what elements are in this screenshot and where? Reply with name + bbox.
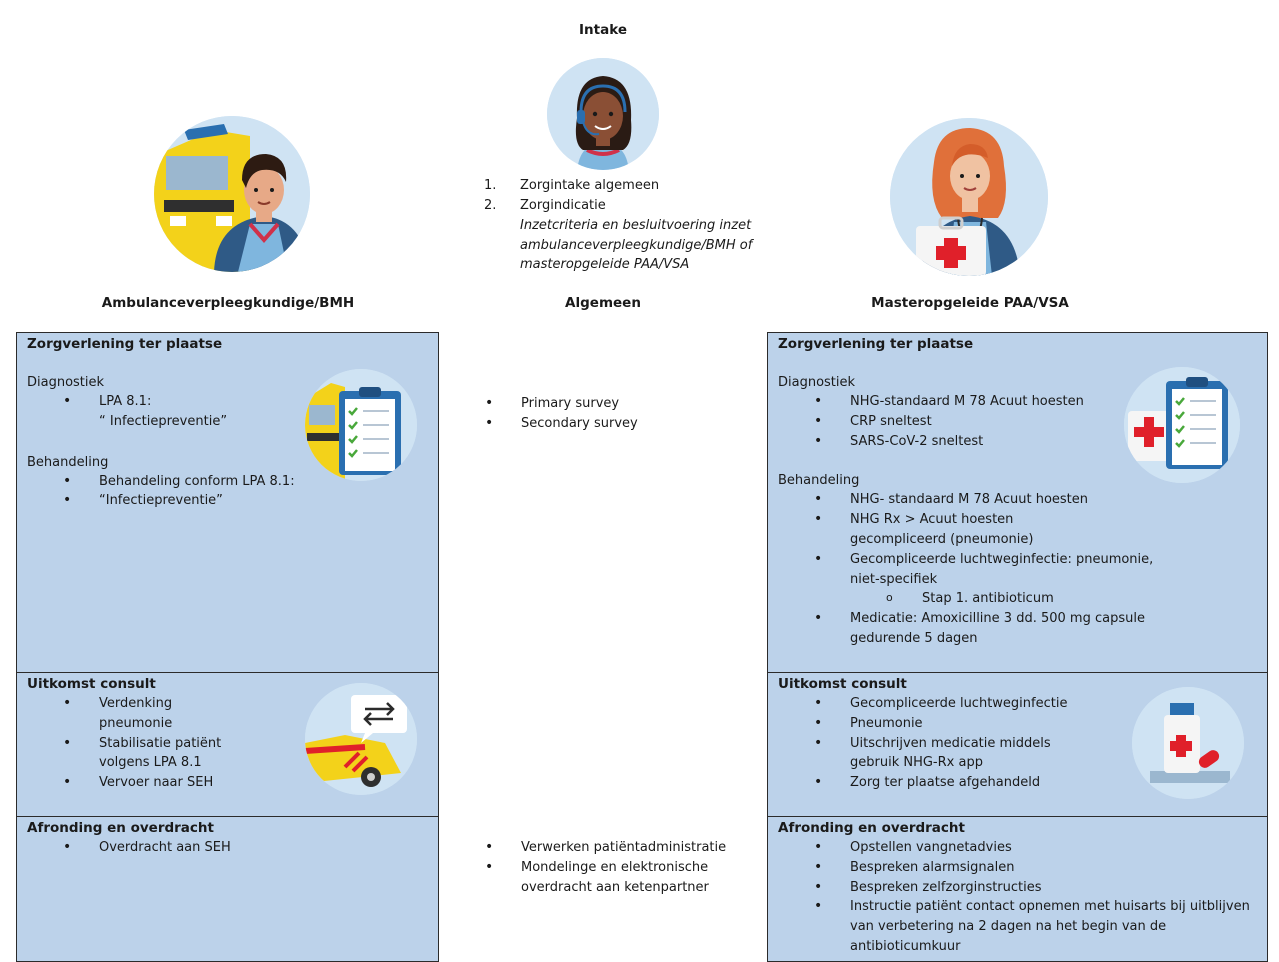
right-uitkomst-title: Uitkomst consult [778,676,907,692]
list-item: Instructie patiënt contact opnemen met h… [778,897,1258,956]
ambulance-transfer-icon [305,683,417,795]
middle-afronding-list: Verwerken patiëntadministratie Mondeling… [485,838,741,897]
medkit-checklist-icon [1124,367,1240,483]
right-afronding-title: Afronding en overdracht [778,820,965,836]
list-item: Vervoer naar SEH [27,773,227,793]
intake-step-1-number: 1. [484,178,497,193]
left-afronding-list: Overdracht aan SEH [27,838,428,858]
left-afronding-section: Afronding en overdracht Overdracht aan S… [17,816,438,961]
intake-title: Intake [579,22,627,38]
ambulance-nurse-icon [154,116,310,272]
left-zorg-section: Zorgverlening ter plaatse Diagnostiek LP… [17,333,438,672]
left-uitkomst-section: Uitkomst consult Verdenking pneumonie St… [17,672,438,816]
intake-note-line: Inzetcriteria en besluitvoering inzet [520,218,752,233]
list-item: Bespreken alarmsignalen [778,858,1258,878]
right-afronding-section: Afronding en overdracht Opstellen vangne… [768,816,1267,961]
intake-note-line: ambulanceverpleegkundige/BMH of [520,237,753,253]
list-item: Pneumonie [778,714,1078,734]
list-item: NHG- standaard M 78 Acuut hoesten [778,490,1166,510]
list-item: Secondary survey [485,414,735,434]
ambulance-nurse-avatar [154,116,310,272]
right-afronding-list: Opstellen vangnetadvies Bespreken alarms… [778,838,1258,957]
right-diagnostiek-list: NHG-standaard M 78 Acuut hoesten CRP sne… [778,392,1257,451]
right-diagnostiek-label: Diagnostiek [778,375,856,390]
right-zorg-title: Zorgverlening ter plaatse [778,336,974,352]
list-item: Opstellen vangnetadvies [778,838,1258,858]
left-diagnostiek-list: LPA 8.1: “ Infectiepreventie” [27,392,428,432]
list-item: Uitschrijven medicatie middels gebruik N… [778,734,1070,774]
list-item: NHG Rx > Acuut hoesten gecompliceerd (pn… [778,510,1112,550]
list-item: Verwerken patiëntadministratie [485,838,741,858]
right-medicatie-list: Medicatie: Amoxicilline 3 dd. 500 mg cap… [778,609,1166,649]
left-uitkomst-title: Uitkomst consult [27,676,156,692]
intake-step-1-label: Zorgintake algemeen [520,178,660,193]
list-item: Overdracht aan SEH [27,838,428,858]
list-item: Zorg ter plaatse afgehandeld [778,773,1078,793]
right-uitkomst-section: Uitkomst consult Gecompliceerde luchtweg… [768,672,1267,816]
list-item: Bespreken zelfzorginstructies [778,878,1258,898]
list-item: Behandeling conform LPA 8.1: [27,472,428,492]
list-item: Verdenking pneumonie [27,694,227,734]
list-item: Primary survey [485,394,735,414]
intake-step-2: 2. Zorgindicatie [484,196,606,216]
headset-operator-icon [547,58,659,170]
list-item: Gecompliceerde luchtweginfectie: pneumon… [778,550,1162,590]
list-item: Gecompliceerde luchtweginfectie [778,694,1078,714]
column-title-middle: Algemeen [565,295,641,311]
list-item: Medicatie: Amoxicilline 3 dd. 500 mg cap… [778,609,1150,649]
right-behandeling-sublist: Stap 1. antibioticum [778,588,1257,609]
left-afronding-title: Afronding en overdracht [27,820,214,836]
right-zorg-section: Zorgverlening ter plaatse Diagnostiek NH… [768,333,1267,672]
list-item-text: LPA 8.1: [99,394,152,409]
list-item-text: “ Infectiepreventie” [99,413,228,429]
medication-bottle-icon [1132,687,1244,799]
list-item: CRP sneltest [778,412,1257,432]
list-item: “Infectiepreventie” [27,491,428,511]
intake-note-line: masteropgeleide PAA/VSA [520,257,690,272]
left-behandeling-label: Behandeling [27,454,109,470]
left-behandeling-list: Behandeling conform LPA 8.1: “Infectiepr… [27,472,428,512]
intake-step-1: 1. Zorgintake algemeen [484,176,659,196]
column-title-right: Masteropgeleide PAA/VSA [871,295,1069,311]
intake-operator-avatar [547,58,659,170]
list-item: Mondelinge en elektronische overdracht a… [485,858,741,898]
left-panel: Zorgverlening ter plaatse Diagnostiek LP… [16,332,439,962]
paa-vsa-avatar [890,118,1048,276]
intake-step-2-number: 2. [484,198,497,213]
right-panel: Zorgverlening ter plaatse Diagnostiek NH… [767,332,1268,962]
column-title-left: Ambulanceverpleegkundige/BMH [101,295,355,311]
left-diagnostiek-label: Diagnostiek [27,375,105,390]
list-item: LPA 8.1: “ Infectiepreventie” [27,392,428,432]
left-zorg-title: Zorgverlening ter plaatse [27,336,223,352]
list-item: Stabilisatie patiënt volgens LPA 8.1 [27,734,227,774]
list-item: NHG-standaard M 78 Acuut hoesten [778,392,1257,412]
list-item: Stap 1. antibioticum [778,588,1257,609]
list-item: SARS-CoV-2 sneltest [778,432,1257,452]
left-uitkomst-list: Verdenking pneumonie Stabilisatie patiën… [27,694,227,793]
ambulance-checklist-icon [305,369,417,481]
doctor-with-medkit-icon [890,118,1048,276]
middle-survey-list: Primary survey Secondary survey [485,394,735,434]
right-uitkomst-list: Gecompliceerde luchtweginfectie Pneumoni… [778,694,1078,793]
right-behandeling-label: Behandeling [778,473,860,489]
intake-step-2-label: Zorgindicatie [520,198,606,213]
right-behandeling-list: NHG- standaard M 78 Acuut hoesten NHG Rx… [778,490,1166,589]
intake-note: Inzetcriteria en besluitvoering inzet am… [520,216,752,275]
